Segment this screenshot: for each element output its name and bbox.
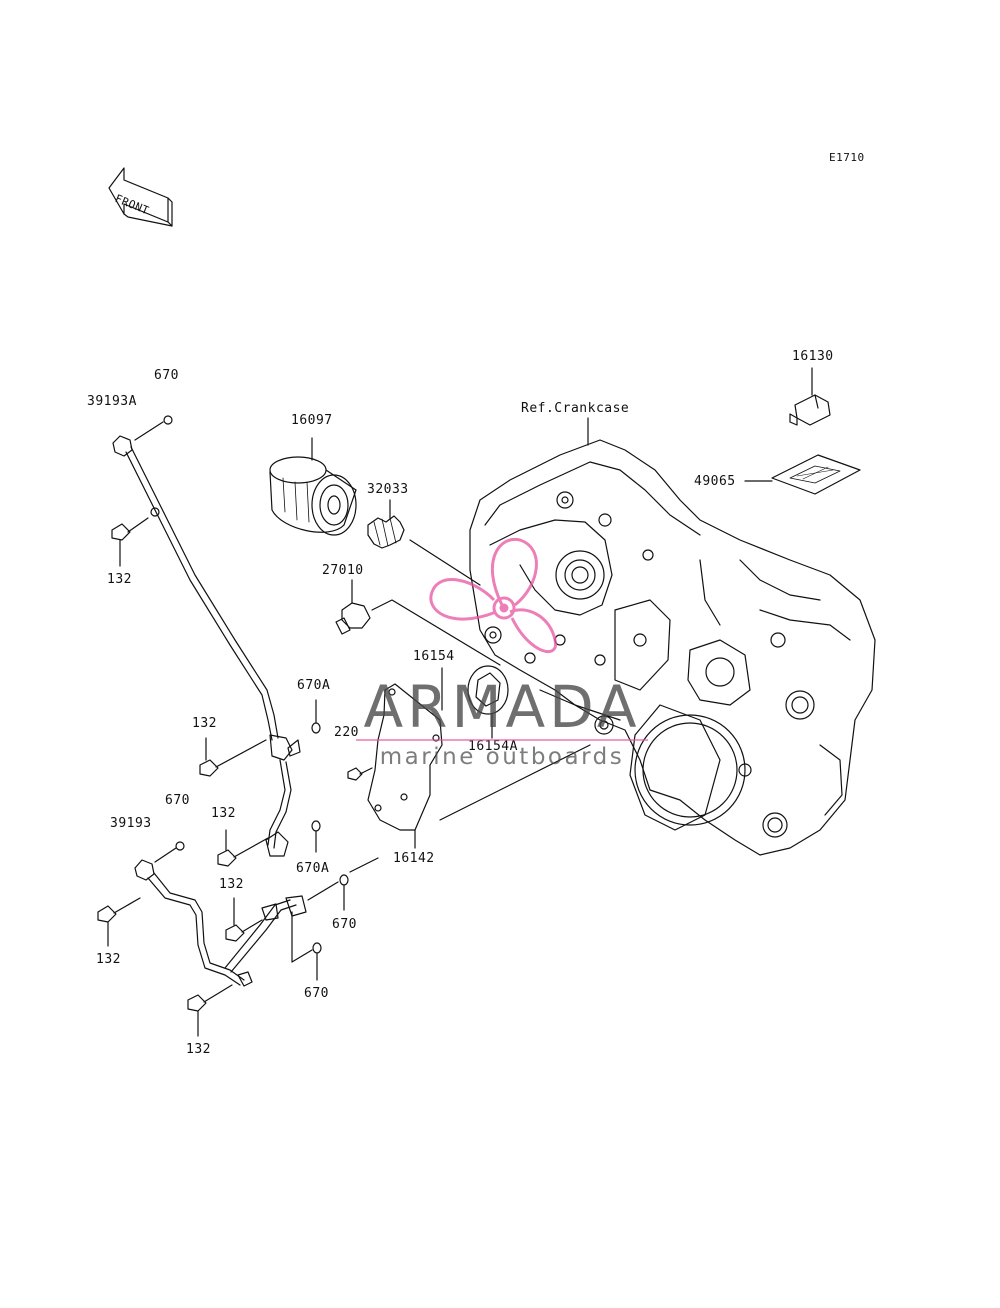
label-670a-a: 670A bbox=[297, 678, 331, 693]
label-32033: 32033 bbox=[367, 482, 409, 497]
part-16142-cover-icon bbox=[367, 683, 591, 849]
label-670a-b: 670A bbox=[296, 861, 330, 876]
part-39193-pipe-icon bbox=[134, 841, 307, 987]
part-16154-rotor-icon bbox=[441, 665, 509, 739]
armada-logo-icon bbox=[429, 537, 557, 654]
label-16154a: 16154A bbox=[468, 739, 518, 754]
label-132-e: 132 bbox=[96, 952, 121, 967]
label-132-c: 132 bbox=[211, 806, 236, 821]
label-670-top: 670 bbox=[154, 368, 179, 383]
label-16154: 16154 bbox=[413, 649, 455, 664]
part-27010-switch-icon bbox=[335, 579, 501, 666]
part-39193a-pipe-icon bbox=[112, 415, 301, 857]
label-39193a: 39193A bbox=[87, 394, 137, 409]
label-27010: 27010 bbox=[322, 563, 364, 578]
label-132-d: 132 bbox=[219, 877, 244, 892]
label-39193: 39193 bbox=[110, 816, 152, 831]
label-16097: 16097 bbox=[291, 413, 333, 428]
part-16130-icon bbox=[789, 367, 831, 426]
watermark-title: ARMADA bbox=[363, 673, 641, 741]
o-ring-icons bbox=[291, 699, 379, 981]
part-49065-icon bbox=[744, 454, 861, 495]
watermark-divider bbox=[356, 739, 648, 741]
front-arrow-icon bbox=[108, 167, 173, 227]
label-670-c: 670 bbox=[332, 917, 357, 932]
label-670-d: 670 bbox=[304, 986, 329, 1001]
crankcase bbox=[469, 439, 876, 856]
diagram-code: E1710 bbox=[829, 151, 865, 164]
part-32033-spring-icon bbox=[367, 499, 481, 586]
label-220: 220 bbox=[334, 725, 359, 740]
crankcase-ref-label: Ref.Crankcase bbox=[521, 401, 630, 416]
watermark-subtitle: marine outboards bbox=[379, 744, 625, 770]
bolt-132-icons bbox=[97, 517, 269, 1037]
label-132-b: 132 bbox=[192, 716, 217, 731]
label-49065: 49065 bbox=[694, 474, 736, 489]
label-132-a: 132 bbox=[107, 572, 132, 587]
label-670-mid: 670 bbox=[165, 793, 190, 808]
label-132-f: 132 bbox=[186, 1042, 211, 1057]
label-16130: 16130 bbox=[792, 349, 834, 364]
part-220-screw-icon bbox=[347, 767, 373, 781]
part-16097-oil-filter-icon bbox=[269, 437, 357, 536]
label-16142: 16142 bbox=[393, 851, 435, 866]
